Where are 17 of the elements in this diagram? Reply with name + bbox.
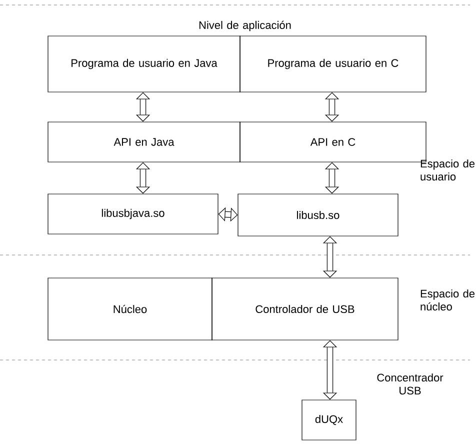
process-box: dUQx xyxy=(302,400,356,440)
double-arrow xyxy=(324,162,340,194)
process-box: Núcleo xyxy=(48,278,212,340)
double-arrow xyxy=(136,92,150,122)
double-arrow xyxy=(324,92,340,122)
process-box: Controlador de USB xyxy=(212,278,398,340)
process-box: Programa de usuario en Java xyxy=(48,36,240,92)
section-label: Concentrador USB xyxy=(377,373,444,395)
double-arrow xyxy=(322,340,338,400)
process-box: Programa de usuario en C xyxy=(240,36,426,92)
double-arrow xyxy=(136,162,150,194)
section-label: Nivel de aplicación xyxy=(199,20,291,32)
process-box: libusb.so xyxy=(238,194,398,236)
section-label: Espacio de núcleo xyxy=(420,289,475,311)
double-arrow xyxy=(322,236,338,278)
process-box: API en Java xyxy=(48,122,240,162)
process-box: libusbjava.so xyxy=(48,194,218,234)
